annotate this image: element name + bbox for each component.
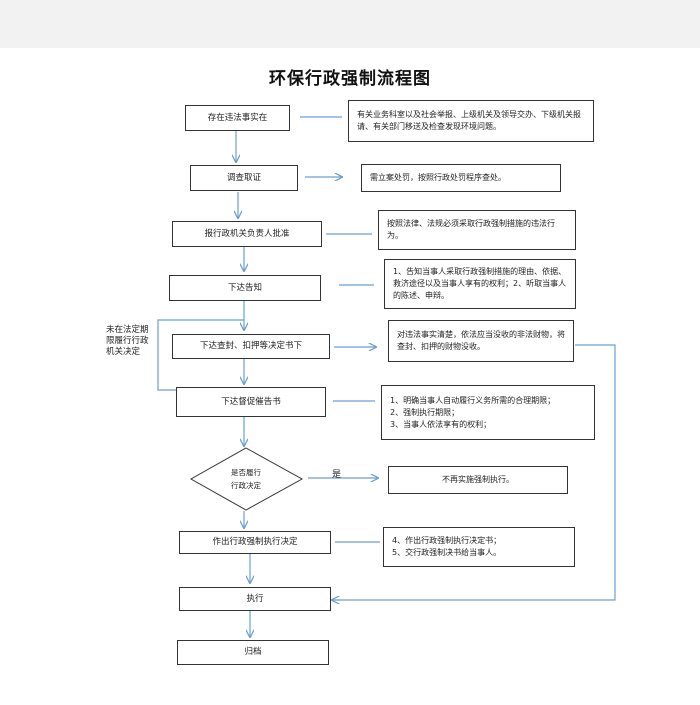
step-execution: 执行 xyxy=(179,587,331,611)
yes-label: 是 xyxy=(332,470,342,480)
top-band xyxy=(0,0,700,48)
step-seizure-decision: 下达查封、扣押等决定书下 xyxy=(172,334,330,359)
note-no-enforcement: 不再实施强制执行。 xyxy=(388,466,568,494)
step-reminder-notice: 下达督促催告书 xyxy=(176,387,326,417)
decision-label: 是否履行 行政决定 xyxy=(231,468,261,490)
note-confiscation: 对违法事实清楚，依法应当没收的非法财物，将查封、扣押的财物没收。 xyxy=(388,320,574,362)
arrow-n5-s8 xyxy=(332,344,616,600)
step-violation-exists: 存在违法事实在 xyxy=(185,105,290,131)
note-sources: 有关业务科室以及社会举报、上级机关及领导交办、下级机关报请、有关部门移送及检查发… xyxy=(348,100,594,142)
step-investigation: 调查取证 xyxy=(190,165,298,191)
step-enforcement-decision: 作出行政强制执行决定 xyxy=(179,531,331,554)
note-case-filing: 需立案处罚，按照行政处罚程序查处。 xyxy=(361,164,561,192)
step-approval: 报行政机关负责人批准 xyxy=(172,221,322,247)
step-notification: 下达告知 xyxy=(169,275,321,301)
side-note-overdue: 未在法定期 限履行行政 机关决定 xyxy=(106,325,149,357)
page-title: 环保行政强制流程图 xyxy=(269,69,431,89)
note-notification-content: 1、告知当事人采取行政强制措施的理由、依据、救济途径以及当事人享有的权利；2、听… xyxy=(384,259,576,309)
line-loop-back xyxy=(157,319,244,391)
note-enforcement-content: 4、作出行政强制执行决定书； 5、交行政强制决书给当事人。 xyxy=(383,527,575,567)
step-archive: 归档 xyxy=(177,640,329,665)
note-reminder-content: 1、明确当事人自动履行义务所需的合理期限； 2、强制执行期限； 3、当事人依法享… xyxy=(381,385,595,440)
note-coercive-measures: 按照法律、法规必须采取行政强制措施的违法行为。 xyxy=(378,210,576,250)
